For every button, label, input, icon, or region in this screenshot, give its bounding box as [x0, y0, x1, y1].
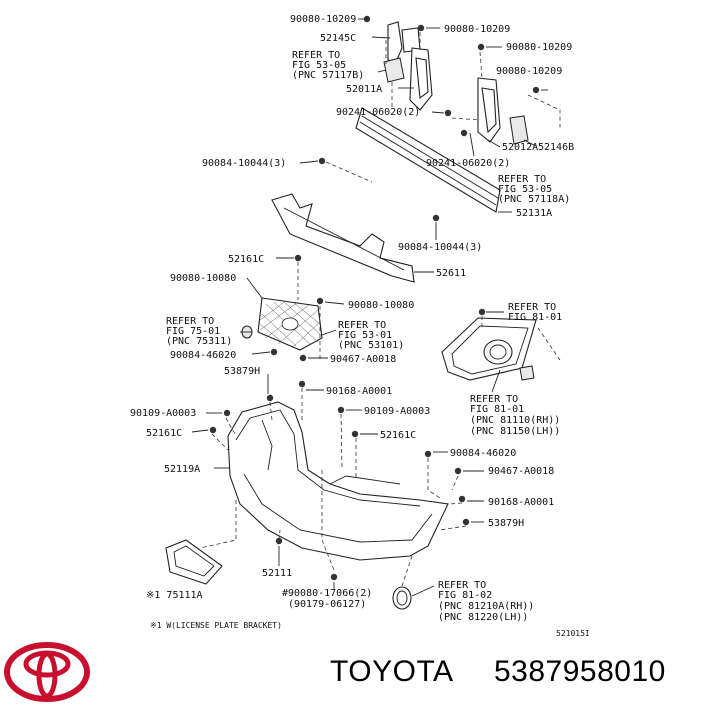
label: ※1 75111A [146, 590, 203, 601]
label: 90084-10044(3) [398, 242, 482, 253]
label: (90179-06127) [288, 599, 366, 610]
label: 52012A [502, 142, 538, 153]
label: 90241-06020(2) [426, 158, 510, 169]
label: 52145C [320, 33, 356, 44]
label: 90467-A0018 [488, 466, 554, 477]
label: 90168-A0001 [326, 386, 392, 397]
label: 90084-10044(3) [202, 158, 286, 169]
reinforcement-52131a [355, 107, 501, 213]
part-number: 5387958010 [494, 655, 666, 688]
label: REFER TO [166, 316, 214, 327]
label: REFER TO [470, 394, 518, 405]
grille-53101 [257, 297, 323, 351]
label: (PNC 81220(LH)) [438, 612, 528, 623]
label: (PNC 81110(RH)) [470, 415, 560, 426]
label: REFER TO [438, 580, 486, 591]
label: (PNC 81210A(RH)) [438, 601, 534, 612]
label: FIG 81-01 [508, 312, 562, 323]
label: (PNC 53101) [338, 340, 404, 351]
label: 90467-A0018 [330, 354, 396, 365]
label: (PNC 81150(LH)) [470, 426, 560, 437]
label: 52161C [228, 254, 264, 265]
label: (PNC 57117B) [292, 70, 364, 81]
figure-code: 521015I [556, 629, 590, 638]
bumper-cover-52119a [227, 401, 449, 561]
label: FIG 81-02 [438, 590, 492, 601]
label: 53879H [224, 366, 260, 377]
bracket-52145c [387, 21, 421, 63]
retainer-52146b [509, 115, 529, 145]
label: 52131A [516, 208, 552, 219]
callout-labels: 90080-10209 90080-10209 52145C 90080-102… [130, 14, 590, 638]
label: 90084-46020 [170, 350, 236, 361]
label: FIG 53-05 [498, 184, 552, 195]
fasteners [209, 15, 540, 581]
label: FIG 81-01 [470, 404, 524, 415]
bracket-52012a [477, 77, 501, 143]
fog-lamp-bezel [441, 317, 537, 381]
label: 90168-A0001 [488, 497, 554, 508]
label: 52111 [262, 568, 292, 579]
label: 90109-A0003 [364, 406, 430, 417]
label: 90080-10209 [496, 66, 562, 77]
label: REFER TO [508, 302, 556, 313]
toyota-logo-icon [4, 642, 90, 702]
leader-lines [191, 18, 548, 597]
label: 90080-10080 [170, 273, 236, 284]
label: 52611 [436, 268, 466, 279]
label: (PNC 57118A) [498, 194, 570, 205]
retainer-57117b [383, 57, 405, 83]
label: 90241-06020(2) [336, 107, 420, 118]
label: REFER TO [498, 174, 546, 185]
label: #90080-17066(2) [282, 588, 372, 599]
label: 52119A [164, 464, 200, 475]
label: FIG 53-01 [338, 330, 392, 341]
absorber-52611 [271, 193, 415, 283]
label: FIG 75-01 [166, 326, 220, 337]
label: (PNC 75311) [166, 336, 232, 347]
license-bracket-75111a [165, 539, 223, 585]
label: 53879H [488, 518, 524, 529]
label: REFER TO [338, 320, 386, 331]
label: 90080-10080 [348, 300, 414, 311]
label: 52161C [146, 428, 182, 439]
label: 90080-10209 [290, 14, 356, 25]
footnote: ※1 W(LICENSE PLATE BRACKET) [150, 621, 282, 630]
brand-name: TOYOTA [330, 655, 454, 688]
label: 52146B [538, 142, 574, 153]
dashed-guides [199, 32, 561, 587]
label: FIG 53-05 [292, 60, 346, 71]
label: 90080-10209 [506, 42, 572, 53]
fog-cover-81210a [392, 586, 412, 610]
label: 52011A [346, 84, 382, 95]
bracket-52011a [409, 47, 433, 111]
label: 52161C [380, 430, 416, 441]
label: 90109-A0003 [130, 408, 196, 419]
label: 90084-46020 [450, 448, 516, 459]
label: REFER TO [292, 50, 340, 61]
label: 90080-10209 [444, 24, 510, 35]
